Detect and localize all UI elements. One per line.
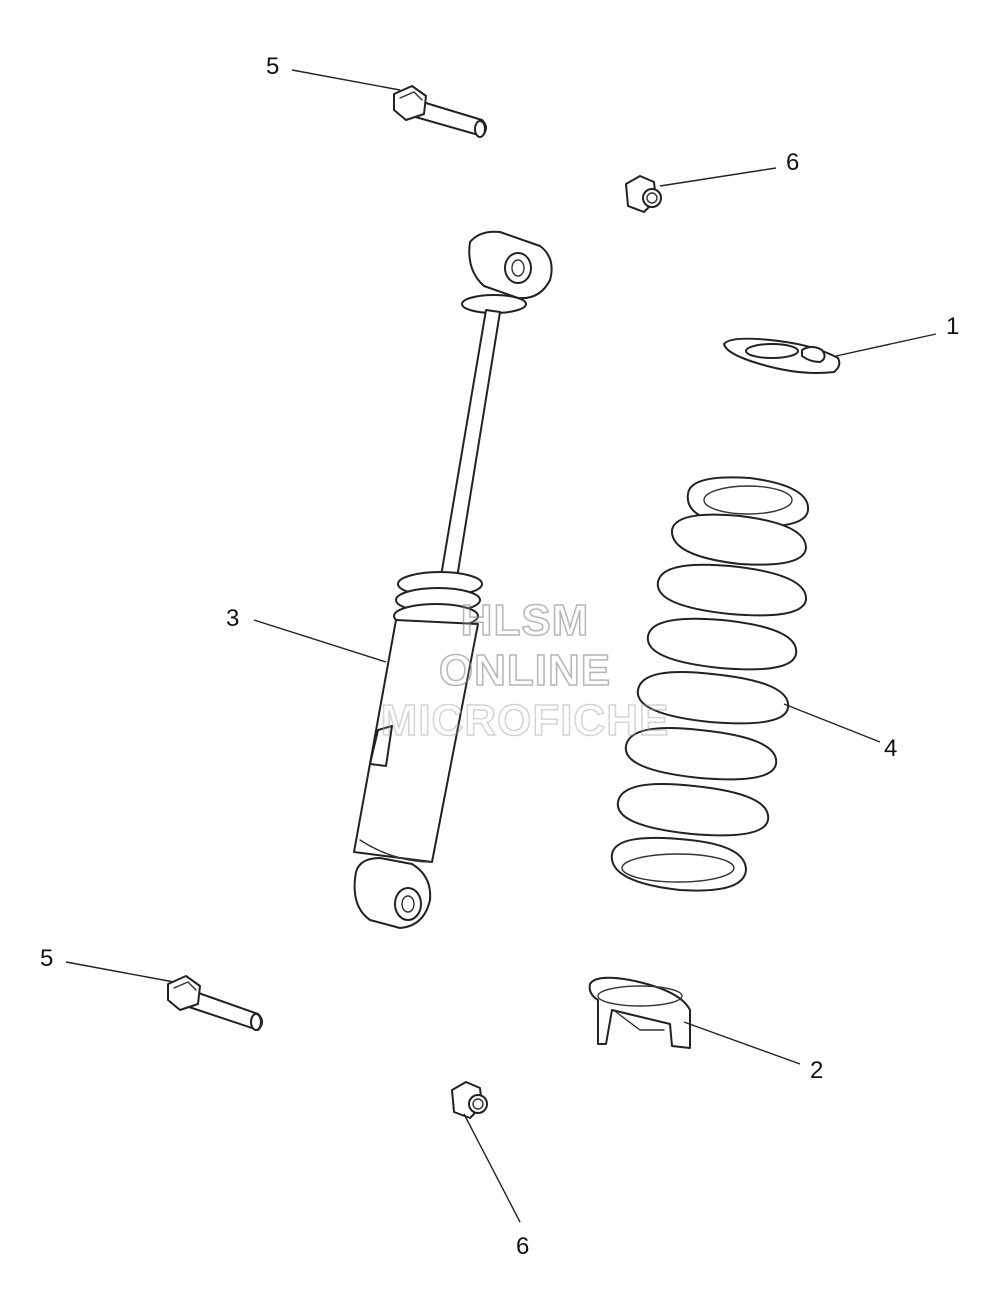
leader-5-top xyxy=(291,69,401,91)
callout-1: 1 xyxy=(946,313,959,340)
callout-6-top: 6 xyxy=(786,149,799,176)
callout-2: 2 xyxy=(810,1057,823,1084)
nut-bottom xyxy=(451,1081,488,1119)
nut-top xyxy=(625,175,662,213)
callout-5-bottom: 5 xyxy=(40,945,53,972)
leader-5-bottom xyxy=(65,961,175,983)
callout-6-bottom: 6 xyxy=(516,1233,529,1260)
lower-spring-seat xyxy=(588,976,691,1049)
leader-6-bottom xyxy=(463,1113,521,1223)
leader-4 xyxy=(783,703,881,743)
upper-spring-seat xyxy=(723,337,841,374)
callout-3: 3 xyxy=(226,605,239,632)
bolt-bottom xyxy=(167,975,263,1031)
leader-3 xyxy=(253,619,387,663)
callout-4: 4 xyxy=(884,735,897,762)
leader-6-top xyxy=(659,167,777,187)
coil-spring xyxy=(610,476,810,892)
callout-5-top: 5 xyxy=(266,53,279,80)
leader-1 xyxy=(835,333,937,357)
leader-2 xyxy=(683,1021,801,1065)
shock-absorber xyxy=(353,230,553,929)
bolt-top xyxy=(393,85,487,138)
